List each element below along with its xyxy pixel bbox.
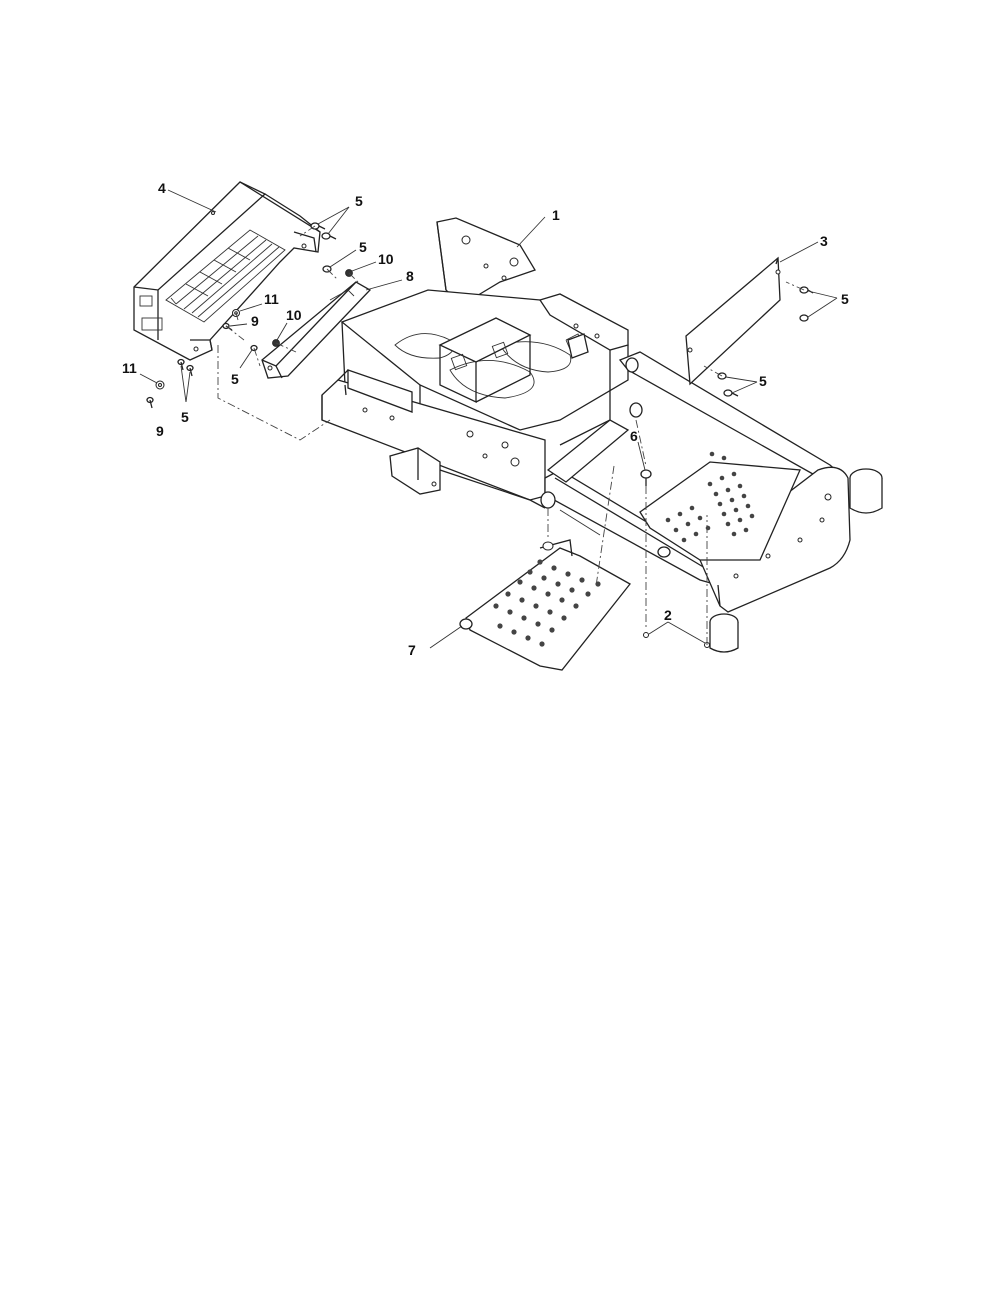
callout-10-lower: 10 xyxy=(286,307,302,323)
leader-lines xyxy=(139,189,838,649)
bolt-5-f xyxy=(186,364,194,377)
callout-5-upper: 5 xyxy=(359,239,367,255)
callout-7: 7 xyxy=(408,642,416,658)
part-7-foot-plate xyxy=(459,539,631,671)
bolt-5-e xyxy=(177,358,185,371)
frame-rails xyxy=(540,351,883,653)
callout-5-top: 5 xyxy=(355,193,363,209)
callout-9-lower: 9 xyxy=(156,423,164,439)
callout-labels: 1 2 3 4 5 5 5 5 5 5 6 7 8 9 9 10 10 11 1… xyxy=(122,180,849,658)
assembly-lines xyxy=(217,225,805,645)
bolt-5-b xyxy=(321,232,337,240)
part-8-bracket xyxy=(261,281,372,379)
bolt-5-j xyxy=(723,389,739,397)
part-1-main-frame xyxy=(321,217,629,509)
part-3-side-panel xyxy=(685,256,781,386)
callout-11-lower: 11 xyxy=(122,360,137,376)
callout-11-upper: 11 xyxy=(264,291,279,307)
callout-5-right-upper: 5 xyxy=(841,291,849,307)
callout-4: 4 xyxy=(158,180,166,196)
callout-8: 8 xyxy=(406,268,414,284)
bolt-5-h xyxy=(799,314,809,322)
callout-5-left: 5 xyxy=(231,371,239,387)
pin-6 xyxy=(640,469,652,486)
callout-5-right-lower: 5 xyxy=(759,373,767,389)
callout-5-bottom-left: 5 xyxy=(181,409,189,425)
screw-9-b xyxy=(146,396,154,409)
washer-11-b xyxy=(155,380,165,390)
callout-3: 3 xyxy=(820,233,828,249)
callout-9-upper: 9 xyxy=(251,313,259,329)
callout-2: 2 xyxy=(664,607,672,623)
callout-6: 6 xyxy=(630,428,638,444)
fasteners xyxy=(146,222,814,648)
callout-10-upper: 10 xyxy=(378,251,394,267)
part-4-rear-hood xyxy=(133,181,321,361)
callout-1: 1 xyxy=(552,207,560,223)
washer-2-a xyxy=(643,632,649,638)
